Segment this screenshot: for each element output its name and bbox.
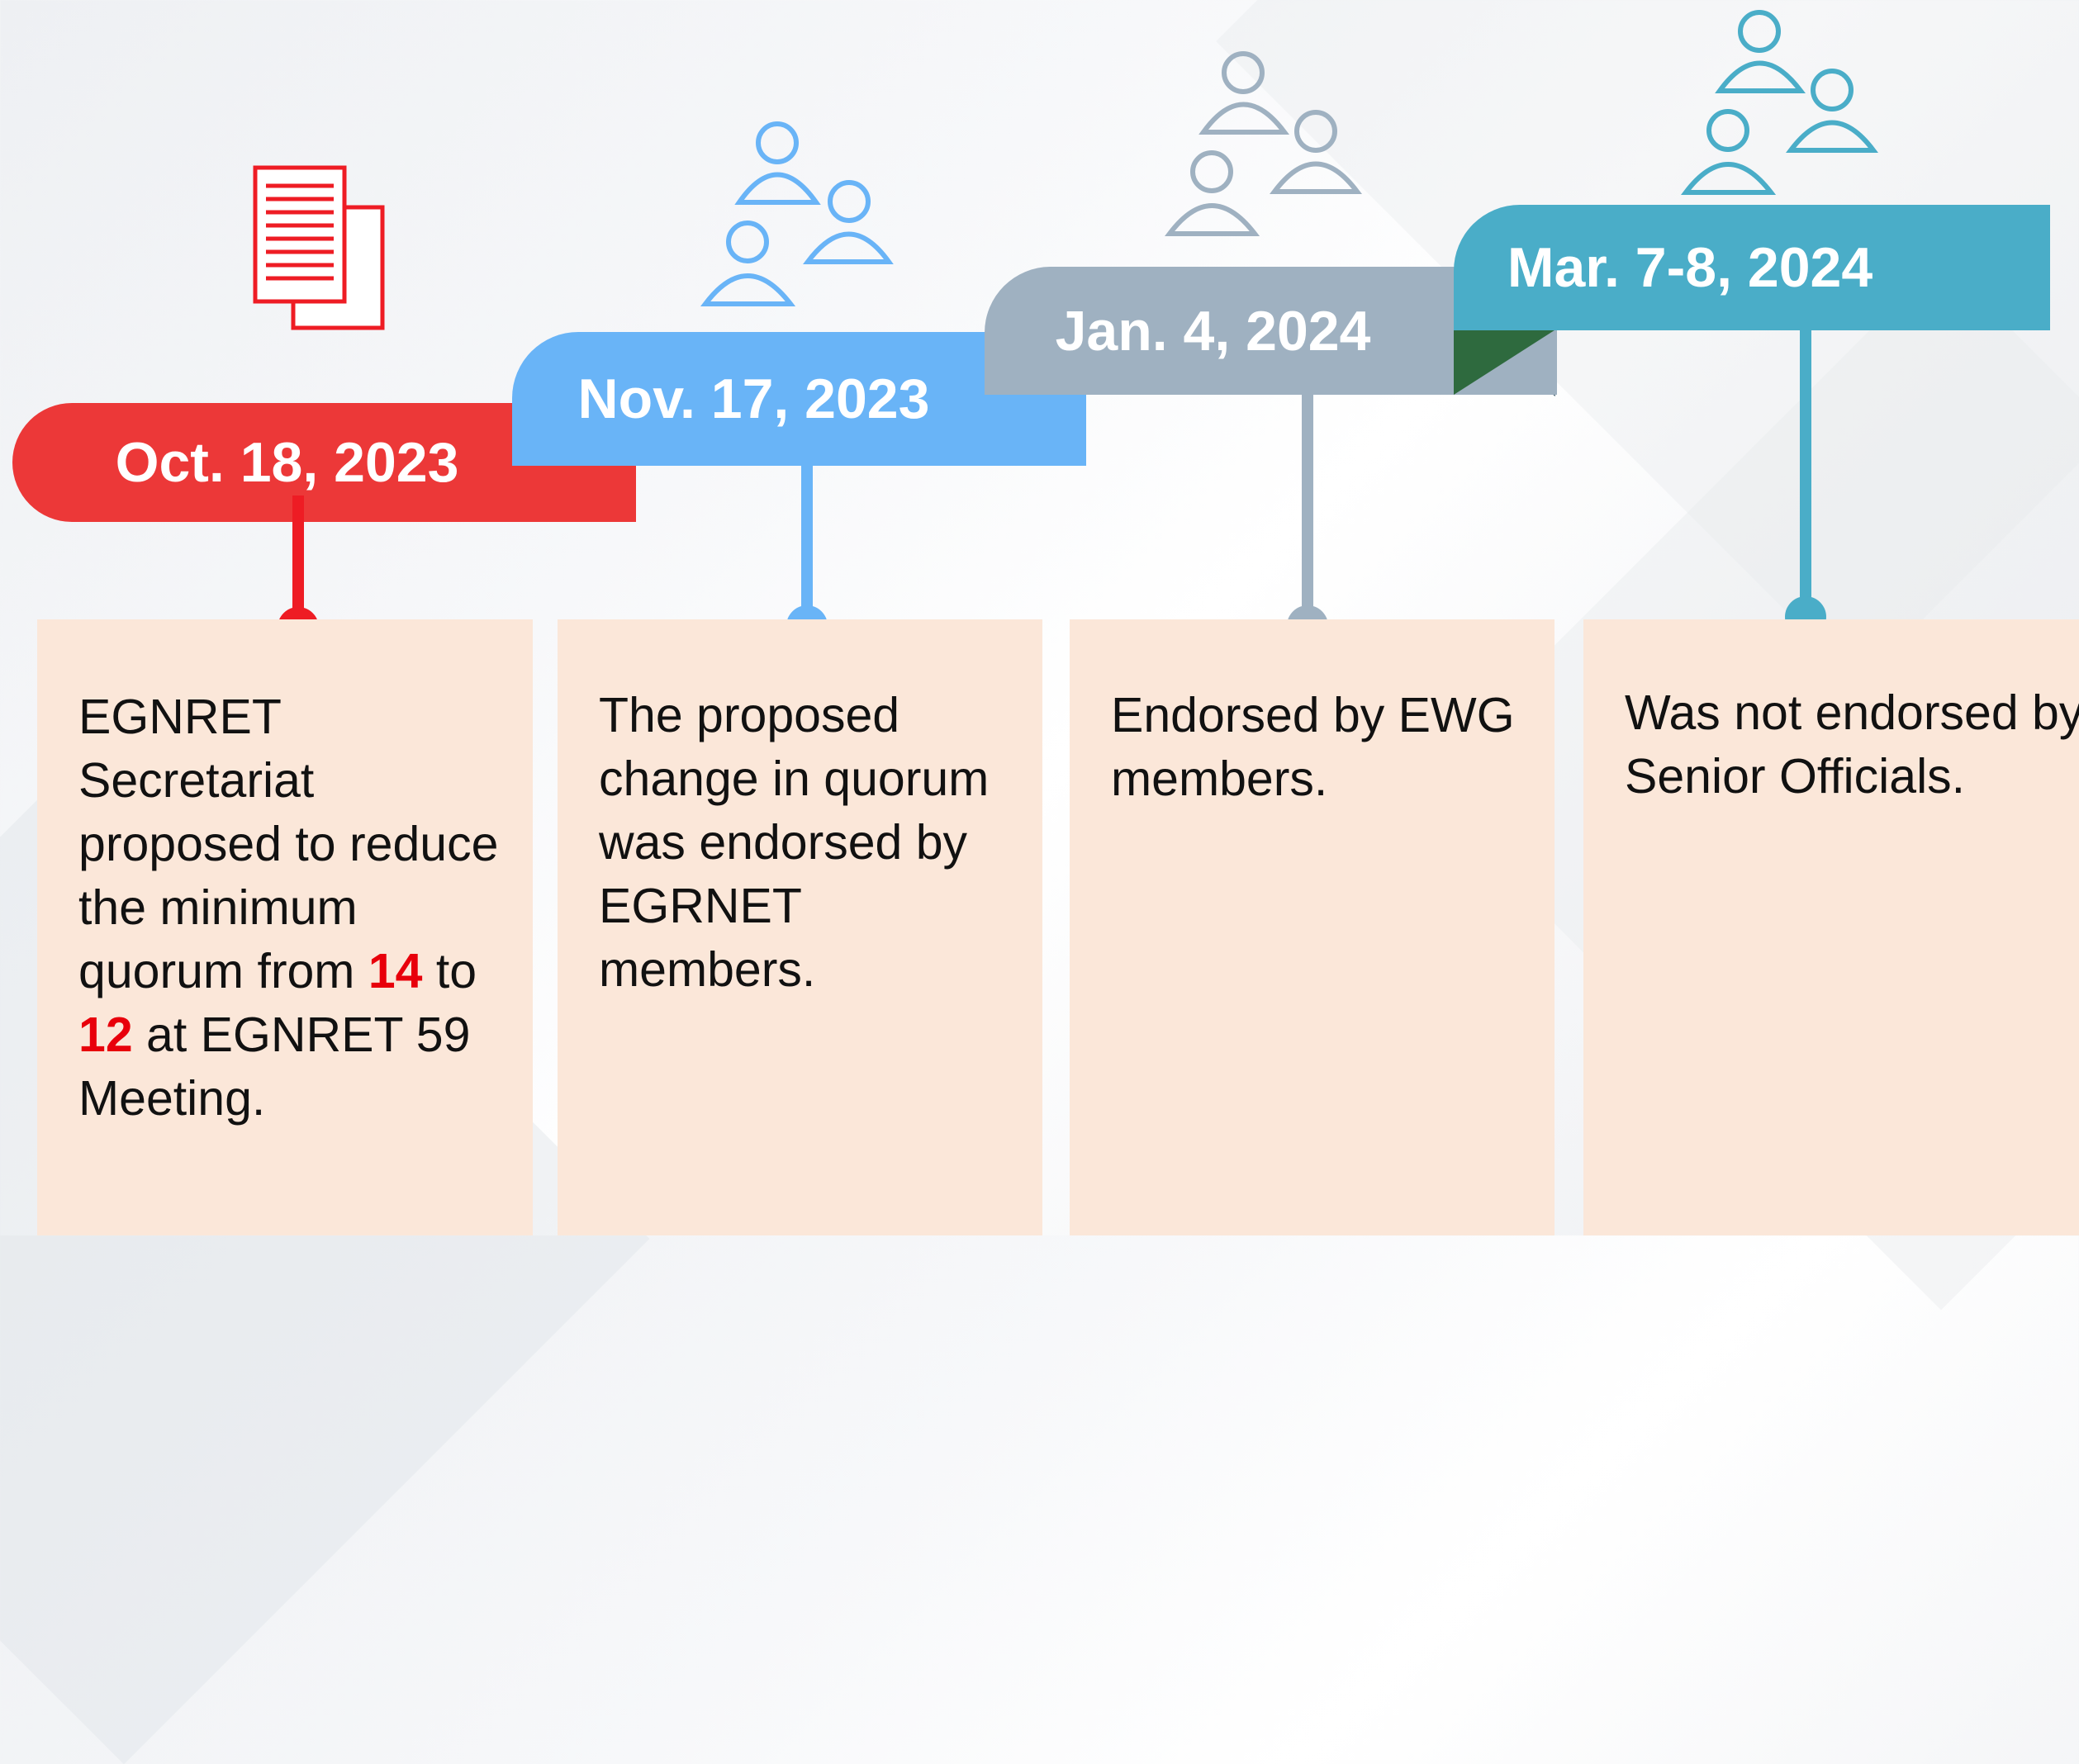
timeline-connector xyxy=(292,496,304,628)
milestone-card-4: Was not endorsed by Senior Officials. xyxy=(1583,619,2079,1235)
milestone-description: The proposed change in quorum was endors… xyxy=(599,688,990,997)
milestone-date: Jan. 4, 2024 xyxy=(1055,299,1371,363)
timeline-connector xyxy=(1302,392,1313,624)
milestone-date: Nov. 17, 2023 xyxy=(577,368,930,430)
people-group-icon xyxy=(700,121,894,306)
milestone-date-banner: Nov. 17, 2023 xyxy=(512,332,1086,466)
banner-fold xyxy=(1454,329,1557,395)
milestone-card-2: The proposed change in quorum was endors… xyxy=(558,619,1042,1235)
timeline-connector xyxy=(801,462,813,624)
milestone-date-banner: Mar. 7-8, 2024 xyxy=(1454,205,2050,330)
milestone-date: Oct. 18, 2023 xyxy=(115,431,459,494)
milestone-description: Was not endorsed by Senior Officials. xyxy=(1625,685,2079,804)
milestone-card-1: EGNRET Secretariat proposed to reduce th… xyxy=(37,619,533,1235)
timeline-connector xyxy=(1800,329,1811,614)
quorum-from-value: 14 xyxy=(368,944,423,998)
milestone-description: Endorsed by EWG members. xyxy=(1111,688,1515,806)
document-icon xyxy=(253,165,385,330)
people-group-icon xyxy=(1680,10,1878,195)
milestone-description: EGNRET Secretariat proposed to reduce th… xyxy=(78,690,499,1126)
milestone-date: Mar. 7-8, 2024 xyxy=(1507,236,1873,299)
quorum-to-value: 12 xyxy=(78,1008,133,1062)
milestone-card-3: Endorsed by EWG members. xyxy=(1070,619,1555,1235)
people-group-icon xyxy=(1164,51,1362,236)
